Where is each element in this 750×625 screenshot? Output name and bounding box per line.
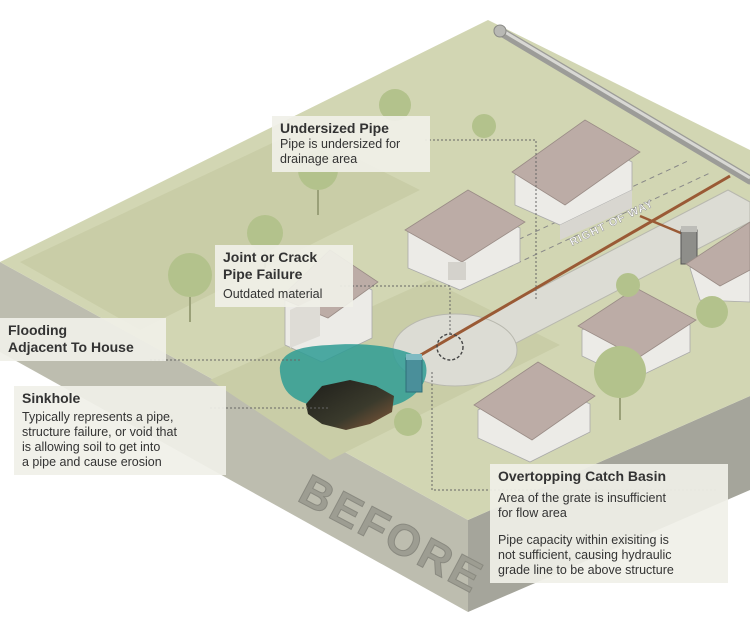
house-middle [404, 189, 526, 291]
callout-desc: Area of the grate is insufficient [498, 491, 666, 505]
callout-desc: grade line to be above structure [498, 563, 674, 577]
callout-sinkhole: Sinkhole Typically represents a pipe, st… [14, 386, 226, 475]
callout-joint-failure: Joint or Crack Pipe Failure Outdated mat… [215, 245, 353, 307]
callout-title: Undersized Pipe [280, 120, 389, 136]
callout-desc: Typically represents a pipe, [22, 410, 174, 424]
trees [168, 89, 728, 436]
callout-title: Joint or Crack [223, 249, 318, 265]
callout-desc: Pipe capacity within exisiting is [498, 533, 669, 547]
house-bottom [473, 361, 596, 463]
callout-undersized-pipe: Undersized Pipe Pipe is undersized for d… [272, 116, 430, 172]
catch-basin-grate [406, 354, 422, 360]
sinkhole [306, 380, 394, 430]
pipe-end [493, 24, 507, 38]
callout-title: Sinkhole [22, 390, 81, 406]
callout-title: Pipe Failure [223, 266, 303, 282]
callout-desc: for flow area [498, 506, 567, 520]
callout-desc: structure failure, or void that [22, 425, 177, 439]
callout-title: Adjacent To House [8, 339, 134, 355]
callout-desc: Pipe is undersized for [280, 137, 401, 151]
house-top-right [511, 119, 641, 240]
house-far-right [685, 221, 750, 303]
callout-catch-basin: Overtopping Catch Basin Area of the grat… [490, 464, 728, 583]
callout-desc: a pipe and cause erosion [22, 455, 162, 469]
right-of-way-dashed [491, 171, 713, 276]
main-pipe [493, 25, 750, 185]
callout-desc: not sufficient, causing hydraulic [498, 548, 672, 562]
manhole-top [681, 226, 697, 232]
catch-basin [405, 357, 423, 393]
callout-title: Flooding [8, 322, 68, 338]
callout-flooding: Flooding Adjacent To House [0, 318, 166, 361]
storm-pipe-lateral [639, 214, 689, 238]
callout-desc: Outdated material [223, 287, 323, 301]
storm-pipe [411, 174, 731, 362]
callout-title: Overtopping Catch Basin [498, 468, 667, 484]
callout-desc: drainage area [280, 152, 358, 166]
main-pipe-highlight [497, 26, 750, 180]
callout-desc: is allowing soil to get into [22, 440, 161, 454]
